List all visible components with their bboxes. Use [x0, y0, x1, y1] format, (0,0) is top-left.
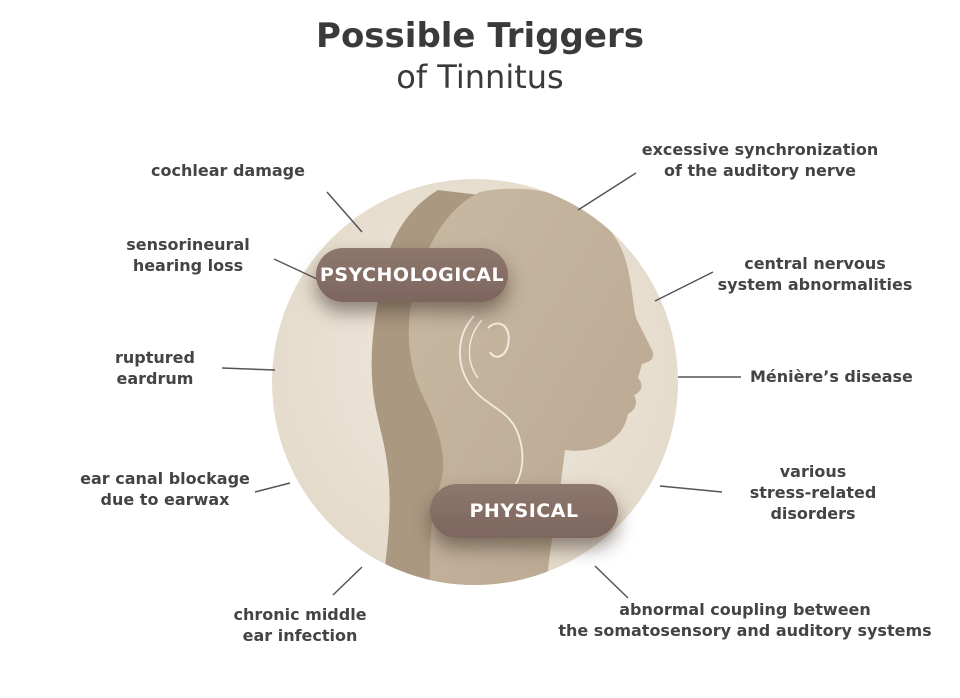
ear-outline	[487, 322, 510, 358]
label-cochlear-damage: cochlear damage	[151, 161, 305, 180]
connector-eardrum	[221, 367, 276, 371]
label-abnormal-coupling: abnormal coupling between the somatosens…	[558, 600, 932, 640]
connector-earwax	[254, 482, 291, 493]
connector-cochlear	[326, 191, 363, 233]
label-sensorineural-hearing-loss: sensorineural hearing loss	[126, 235, 250, 275]
label-ruptured-eardrum: ruptured eardrum	[115, 348, 195, 388]
connector-sensorineural	[273, 258, 318, 280]
auditory-nerve-line	[459, 315, 524, 491]
label-stress-related-disorders: various stress-related disorders	[749, 462, 877, 523]
physical-label: PHYSICAL	[469, 500, 579, 522]
connector-middle-ear	[332, 566, 363, 596]
psychological-label: PSYCHOLOGICAL	[319, 264, 505, 286]
label-ear-canal-blockage: ear canal blockage due to earwax	[80, 469, 250, 509]
label-menieres-disease: Ménière’s disease	[750, 367, 913, 386]
label-chronic-middle-ear-infection: chronic middle ear infection	[233, 605, 367, 645]
label-central-nervous-system: central nervous system abnormalities	[717, 254, 913, 294]
connector-cns	[654, 271, 714, 302]
physical-pill: PHYSICAL	[430, 484, 618, 538]
diagram-subtitle: of Tinnitus	[396, 58, 564, 96]
auditory-nerve-branch	[468, 319, 483, 379]
connector-stress	[659, 485, 723, 493]
connector-synchronization	[577, 172, 637, 211]
label-excessive-synchronization: excessive synchronization of the auditor…	[641, 140, 879, 180]
diagram-title: Possible Triggers	[316, 16, 644, 56]
psychological-pill: PSYCHOLOGICAL	[316, 248, 508, 302]
connector-coupling	[594, 565, 629, 599]
